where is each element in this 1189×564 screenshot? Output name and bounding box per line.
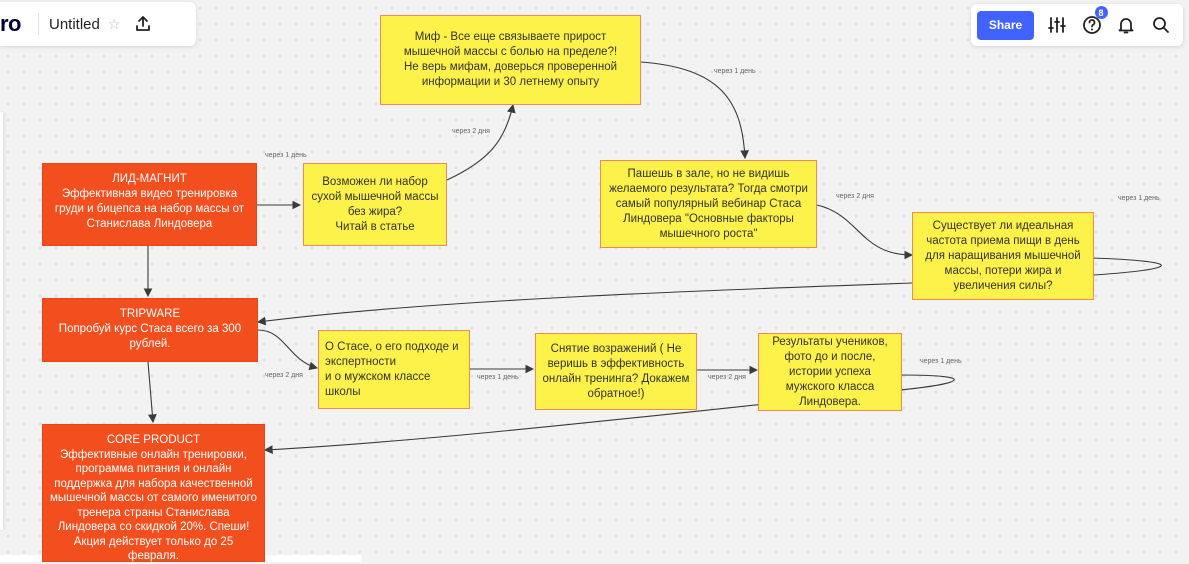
edge-webinar-to-meal — [816, 204, 914, 260]
card-lead-magnet[interactable]: ЛИД-МАГНИТ Эффективная видео тренировка … — [42, 163, 257, 246]
help-icon[interactable]: 8 — [1080, 6, 1108, 37]
notifications-badge: 8 — [1094, 6, 1108, 19]
connector-label: через 2 дня — [452, 128, 490, 135]
edge-article-to-myth — [446, 103, 516, 181]
connector-label: через 1 день — [265, 152, 307, 159]
connector-label: через 2 дня — [708, 374, 746, 381]
card-student-results[interactable]: Результаты учеников, фото до и после, ис… — [758, 333, 902, 411]
bell-icon[interactable] — [1114, 13, 1138, 37]
connector-label: через 2 дня — [836, 193, 874, 200]
edge-tripware-to-core — [147, 361, 157, 424]
share-button[interactable]: Share — [977, 10, 1034, 40]
collaboration-toolbar: Share 8 — [971, 4, 1183, 46]
connector-label: через 1 день — [477, 374, 519, 381]
search-icon[interactable] — [1149, 13, 1173, 37]
settings-sliders-icon[interactable] — [1045, 13, 1069, 37]
connector-label: через 1 день — [1118, 195, 1160, 202]
card-about-stas[interactable]: О Стасе, о его подходе и экспертности и … — [318, 330, 470, 409]
board-toolbar: ro Untitled ☆ — [0, 2, 196, 46]
toolbar-divider — [38, 13, 39, 35]
edge-meal-to-tripware — [256, 257, 1162, 326]
connector-label: через 1 день — [920, 358, 962, 365]
connector-label: через 1 день — [714, 68, 756, 75]
connector-label: через 2 дня — [265, 372, 303, 379]
edge-tripware-to-about — [257, 329, 319, 371]
card-objections[interactable]: Снятие возражений ( Не веришь в эффектив… — [535, 333, 697, 410]
card-tripware[interactable]: TRIPWARE Попробуй курс Стаса всего за 30… — [42, 298, 258, 362]
star-icon[interactable]: ☆ — [107, 15, 121, 32]
app-logo[interactable]: ro — [0, 11, 22, 36]
card-core-product[interactable]: CORE PRODUCT Эффективные онлайн трениров… — [42, 424, 265, 562]
upload-icon[interactable] — [134, 15, 152, 33]
card-meal-frequency[interactable]: Существует ли идеальная частота приема п… — [912, 212, 1094, 300]
edge-myth-to-webinar — [640, 61, 749, 160]
card-article[interactable]: Возможен ли набор сухой мышечной массы б… — [303, 163, 447, 246]
card-myth[interactable]: Миф - Все еще связываете прирост мышечно… — [380, 15, 641, 105]
board-title[interactable]: Untitled — [49, 15, 100, 33]
left-tool-panel[interactable] — [0, 112, 3, 530]
card-webinar[interactable]: Пашешь в зале, но не видишь желаемого ре… — [600, 160, 817, 248]
